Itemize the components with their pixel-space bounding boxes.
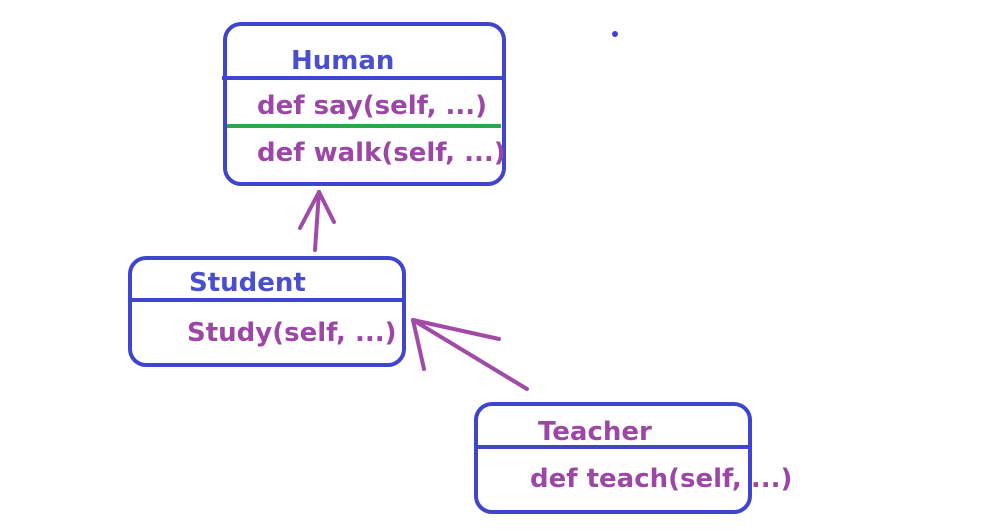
student-box-outline — [128, 256, 406, 367]
human-method-say: def say(self, ...) — [257, 91, 488, 121]
class-box-human[interactable] — [222, 22, 506, 186]
inheritance-arrow-teacher-student — [411, 318, 529, 391]
human-class-name: Human — [291, 46, 395, 76]
teacher-method-teach: def teach(self, ...) — [530, 464, 793, 494]
arrow-head-upper-teacher-student — [411, 318, 501, 341]
arrow-head-lower-teacher-student — [411, 318, 426, 371]
human-box-outline — [223, 22, 506, 186]
arrow-shaft-student-human — [313, 190, 321, 252]
student-class-name: Student — [189, 268, 306, 298]
teacher-class-name: Teacher — [538, 417, 652, 447]
arrow-head-left-student-human — [298, 190, 321, 230]
student-method-study: Study(self, ...) — [187, 318, 397, 348]
class-box-teacher[interactable] — [474, 402, 752, 514]
arrow-head-right-student-human — [317, 190, 336, 224]
stray-dot — [612, 31, 618, 37]
inheritance-arrow-student-human — [298, 190, 336, 252]
teacher-box-outline — [474, 402, 752, 514]
arrow-shaft-teacher-student — [411, 318, 529, 391]
class-box-student[interactable] — [128, 256, 406, 367]
human-method-walk: def walk(self, ...) — [257, 138, 506, 168]
